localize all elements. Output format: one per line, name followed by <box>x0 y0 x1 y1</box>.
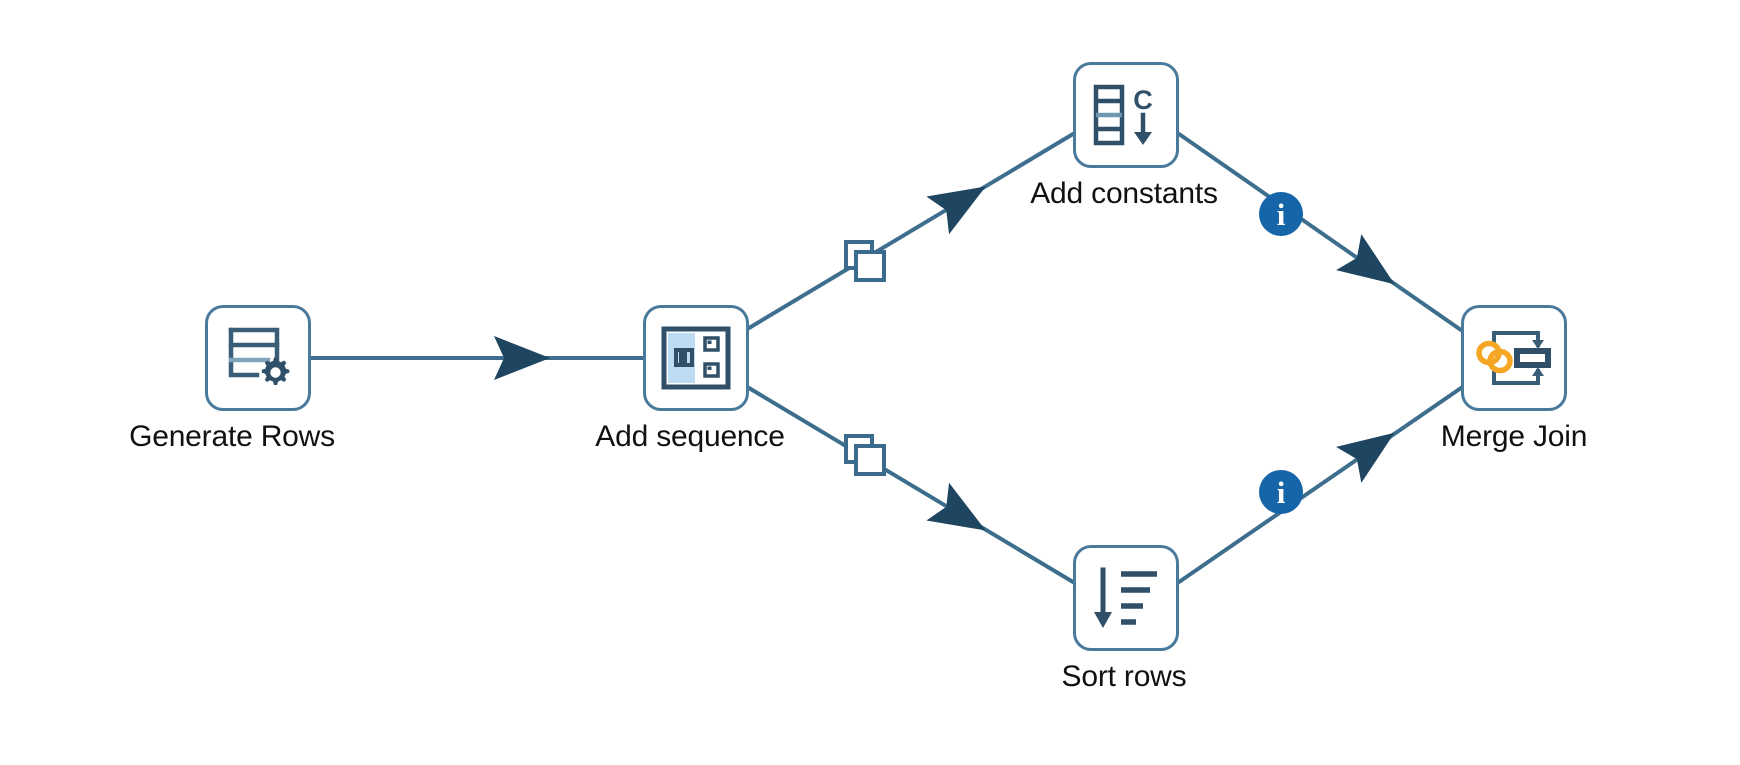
arrowhead-generate-to-sequence <box>494 336 550 380</box>
arrowhead-sort-to-merge <box>1336 432 1395 483</box>
node-label-sort-rows: Sort rows <box>1061 660 1187 693</box>
generate-rows-icon <box>228 327 290 385</box>
link-rings-icon <box>1476 340 1513 374</box>
arrowhead-sequence-to-constants <box>926 186 986 235</box>
info-badge-sort[interactable]: i <box>1259 470 1303 514</box>
edge-sequence-to-sort[interactable] <box>747 386 1075 584</box>
node-label-add-sequence: Add sequence <box>595 420 785 453</box>
add-constants-letter: C <box>1133 85 1153 115</box>
add-sequence-icon <box>661 326 731 390</box>
down-arrow-icon <box>1134 132 1152 145</box>
edge-sort-to-merge[interactable] <box>1177 386 1463 584</box>
node-generate-rows[interactable] <box>205 305 311 411</box>
gear-icon <box>261 357 290 385</box>
node-sort-rows[interactable] <box>1073 545 1179 651</box>
node-add-constants[interactable]: C <box>1073 62 1179 168</box>
info-badge-constants[interactable]: i <box>1259 192 1303 236</box>
hop-copy-icon-lower[interactable] <box>843 433 887 477</box>
sort-down-arrow-icon <box>1094 612 1112 628</box>
merge-join-icon <box>1476 331 1551 385</box>
edge-sequence-to-constants[interactable] <box>747 132 1075 330</box>
arrowhead-sequence-to-sort <box>926 482 986 531</box>
edge-constants-to-merge[interactable] <box>1177 132 1463 332</box>
node-add-sequence[interactable] <box>643 305 749 411</box>
node-merge-join[interactable] <box>1461 305 1567 411</box>
node-label-add-constants: Add constants <box>1030 177 1218 210</box>
node-label-merge-join: Merge Join <box>1440 420 1588 453</box>
node-label-generate-rows: Generate Rows <box>129 420 335 453</box>
info-icon: i <box>1276 196 1286 232</box>
hop-copy-icon-upper[interactable] <box>843 239 887 283</box>
info-icon: i <box>1276 474 1286 510</box>
arrowhead-constants-to-merge <box>1336 234 1395 285</box>
sort-rows-icon <box>1094 567 1157 628</box>
add-constants-icon: C <box>1093 84 1153 146</box>
